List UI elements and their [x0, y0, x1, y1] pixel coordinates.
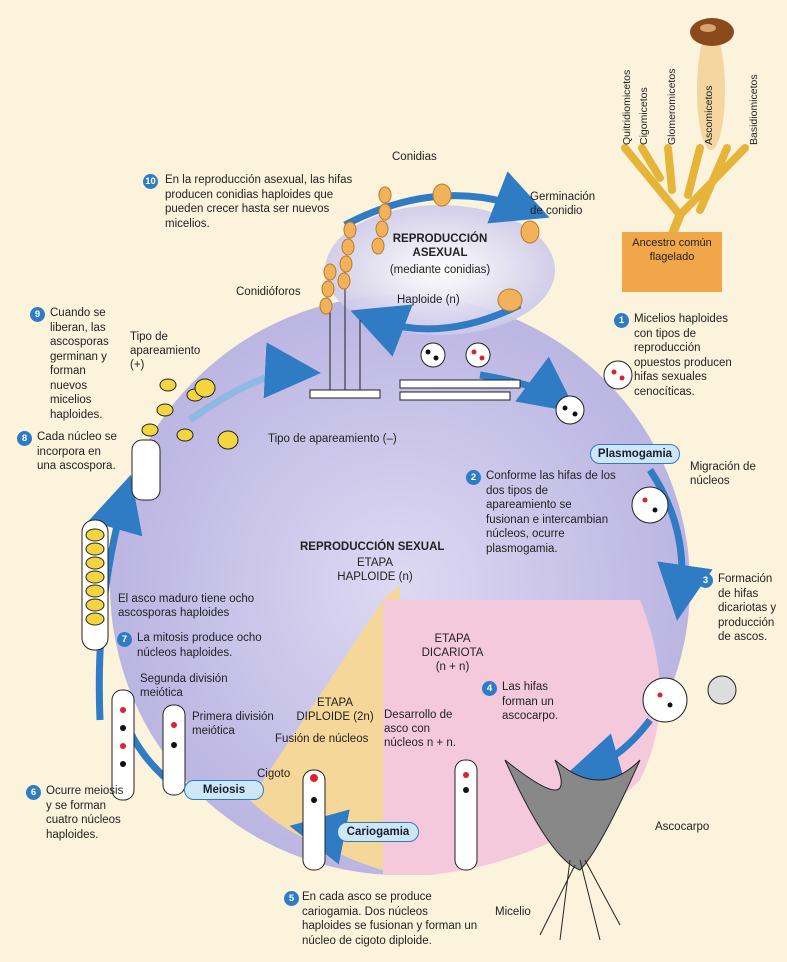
- etapa-dicariota-n: (n + n): [415, 660, 490, 674]
- cigoto-label: Cigoto: [257, 767, 290, 781]
- etapa-dicariota: ETAPA DICARIOTA: [415, 632, 490, 660]
- germinacion-label: Germinación de conidio: [530, 190, 610, 218]
- step-5-text: En cada asco se produce cariogamia. Dos …: [302, 890, 480, 948]
- step-10-number: 10: [143, 174, 158, 189]
- desarrollo-label: Desarrollo de asco con núcleos n + n.: [384, 708, 464, 750]
- step-9-text: Cuando se liberan, las ascosporas germin…: [50, 306, 122, 422]
- step-3-number: 3: [698, 573, 713, 588]
- taxon-cigomicetos: Cigomicetos: [638, 87, 650, 145]
- meiosis-pill: Meiosis: [184, 780, 264, 800]
- etapa-diploide: ETAPA DIPLOIDE (2n): [295, 696, 375, 724]
- ascocarpo-label: Ascocarpo: [655, 820, 709, 834]
- ancestor-box: Ancestro común flagelado: [622, 232, 722, 292]
- step-6-number: 6: [26, 785, 41, 800]
- cariogamia-pill: Cariogamia: [337, 822, 419, 842]
- taxon-quitridiomicetos: Quitridiomicetos: [621, 70, 633, 145]
- etapa-haploide: ETAPA HAPLOIDE (n): [330, 556, 420, 584]
- tipo-mas-label: Tipo de apareamiento (+): [130, 330, 215, 372]
- step-5-number: 5: [284, 891, 299, 906]
- step-4-number: 4: [482, 681, 497, 696]
- ascocarp-photo-icon: [690, 18, 734, 46]
- taxon-glomeromicetos: Glomeromicetos: [666, 69, 678, 145]
- step-2-number: 2: [466, 470, 481, 485]
- sexual-title: REPRODUCCIÓN SEXUAL: [300, 540, 444, 554]
- step-3-text: Formación de hifas dicariotas y producci…: [718, 572, 782, 645]
- step-2-text: Conforme las hifas de los dos tipos de a…: [486, 469, 616, 556]
- step-4-text: Las hifas forman un ascocarpo.: [502, 680, 577, 724]
- step-8-number: 8: [17, 431, 32, 446]
- step-7-number: 7: [117, 632, 132, 647]
- haploide-label: Haploide (n): [397, 293, 460, 307]
- step-6-text: Ocurre meiosis y se forman cuatro núcleo…: [46, 784, 126, 842]
- taxon-ascomicetos: Ascomicetos: [703, 85, 715, 145]
- segunda-label: Segunda división meiótica: [140, 672, 230, 700]
- plasmogamia-pill: Plasmogamia: [590, 444, 680, 464]
- step-7-text: La mitosis produce ocho núcleos haploide…: [137, 631, 267, 660]
- migracion-label: Migración de núcleos: [690, 460, 760, 488]
- ancestor-label: Ancestro común flagelado: [632, 237, 711, 263]
- fusion-label: Fusión de núcleos: [275, 732, 368, 746]
- step-8-text: Cada núcleo se incorpora en una ascospor…: [37, 430, 119, 474]
- primera-label: Primera división meiótica: [192, 710, 284, 738]
- step-1-text: Micelios haploides con tipos de reproduc…: [634, 312, 749, 399]
- step-10-text: En la reproducción asexual, las hifas pr…: [165, 173, 355, 231]
- asexual-title: REPRODUCCIÓN ASEXUAL: [390, 232, 490, 260]
- step-1-number: 1: [614, 313, 629, 328]
- micelio-label: Micelio: [495, 905, 531, 919]
- asexual-subtitle: (mediante conidias): [380, 263, 500, 277]
- asco-maduro-label: El asco maduro tiene ocho ascosporas hap…: [118, 592, 278, 620]
- taxon-basidiomicetos: Basidiomicetos: [748, 74, 760, 145]
- conidioforos-label: Conidióforos: [236, 285, 301, 299]
- conidias-label: Conidias: [392, 150, 437, 164]
- step-9-number: 9: [30, 307, 45, 322]
- tipo-menos-label: Tipo de apareamiento (–): [268, 432, 397, 446]
